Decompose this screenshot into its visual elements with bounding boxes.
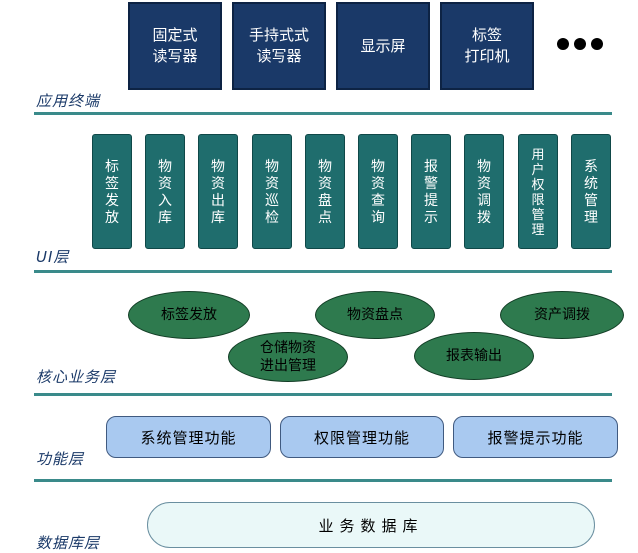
label-terminal-layer: 应用终端 — [36, 92, 101, 110]
divider-2 — [34, 270, 612, 273]
divider-4 — [34, 479, 612, 482]
ui-module-query: 物 资 查 询 — [358, 134, 398, 249]
ui-module-stocktake: 物 资 盘 点 — [305, 134, 345, 249]
label-core-layer: 核心业务层 — [36, 368, 117, 386]
ui-module-stock-in: 物 资 入 库 — [145, 134, 185, 249]
business-database: 业务数据库 — [147, 502, 595, 548]
divider-1 — [34, 112, 612, 115]
ui-module-system: 系 统 管 理 — [571, 134, 611, 249]
ui-module-label-issue: 标 签 发 放 — [92, 134, 132, 249]
terminal-handheld-reader: 手持式式 读写器 — [232, 2, 326, 90]
terminal-label-printer: 标签 打印机 — [440, 2, 534, 90]
core-warehouse-io: 仓储物资 进出管理 — [228, 332, 348, 382]
function-alarm-prompt: 报警提示功能 — [453, 416, 618, 458]
ui-module-permission: 用 户 权 限 管 理 — [518, 134, 558, 249]
terminal-fixed-reader: 固定式 读写器 — [128, 2, 222, 90]
function-permission-management: 权限管理功能 — [280, 416, 444, 458]
core-asset-transfer: 资产调拨 — [500, 291, 624, 339]
more-ellipsis-icon — [557, 38, 603, 50]
label-function-layer: 功能层 — [36, 450, 85, 468]
divider-3 — [34, 393, 612, 396]
core-label-issue: 标签发放 — [128, 291, 250, 339]
terminal-display-screen: 显示屏 — [336, 2, 430, 90]
core-report-output: 报表输出 — [414, 332, 534, 380]
ui-module-alarm: 报 警 提 示 — [411, 134, 451, 249]
ui-module-inspection: 物 资 巡 检 — [252, 134, 292, 249]
label-ui-layer: UI层 — [36, 248, 70, 266]
function-system-management: 系统管理功能 — [106, 416, 271, 458]
core-stocktake: 物资盘点 — [315, 291, 435, 339]
ui-module-transfer: 物 资 调 拨 — [464, 134, 504, 249]
label-data-layer: 数据库层 — [36, 534, 101, 552]
ui-module-stock-out: 物 资 出 库 — [198, 134, 238, 249]
